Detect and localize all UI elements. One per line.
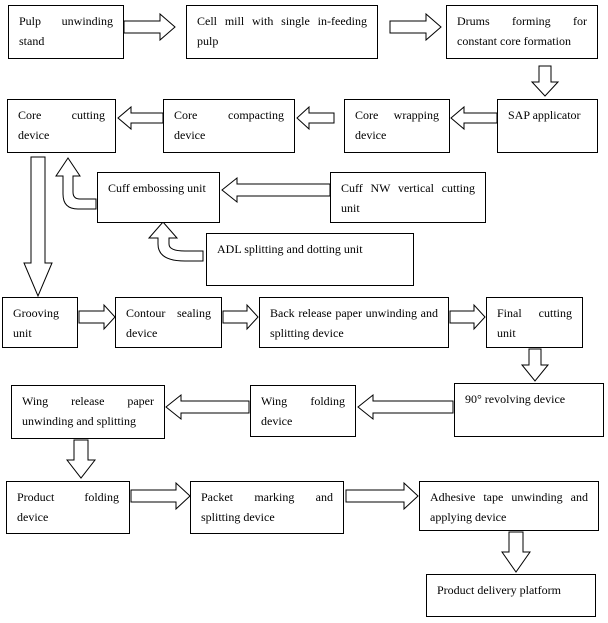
arrow-compacting-to-cutting bbox=[117, 105, 164, 131]
pulp-unwinding-stand-box: Pulp unwinding stand bbox=[8, 5, 124, 59]
revolving-device-box: 90° revolving device bbox=[454, 383, 604, 437]
final-cutting-box: Final cutting unit bbox=[486, 297, 583, 348]
adhesive-tape-box: Adhesive tape unwinding and applying dev… bbox=[419, 481, 599, 531]
core-wrapping-box: Core wrapping device bbox=[344, 99, 450, 153]
drums-forming-box: Drums forming for constant core formatio… bbox=[446, 5, 598, 59]
core-compacting-box: Core compacting device bbox=[163, 99, 295, 153]
arrow-sap-to-wrapping bbox=[450, 105, 498, 131]
arrow-drums-to-sap bbox=[530, 65, 560, 97]
arrow-wrapping-to-compacting bbox=[296, 105, 335, 131]
arrow-adl-to-embossing bbox=[147, 221, 204, 262]
grooving-unit-box: Grooving unit bbox=[2, 297, 78, 348]
arrow-backrelease-to-final bbox=[449, 303, 486, 331]
product-delivery-platform-box: Product delivery platform bbox=[426, 574, 596, 617]
arrow-cuffnw-to-embossing bbox=[221, 176, 331, 204]
arrow-pulp-to-cellmill bbox=[123, 12, 176, 42]
packet-marking-box: Packet marking and splitting device bbox=[190, 481, 344, 534]
wing-release-paper-box: Wing release paper unwinding and splitti… bbox=[11, 385, 165, 439]
cuff-nw-cutting-box: Cuff NW vertical cutting unit bbox=[330, 172, 486, 223]
cell-mill-box: Cell mill with single in-feeding pulp bbox=[186, 5, 378, 59]
adl-splitting-box: ADL splitting and dotting unit bbox=[206, 233, 414, 286]
wing-folding-box: Wing folding device bbox=[250, 385, 356, 437]
back-release-paper-box: Back release paper unwinding and splitti… bbox=[259, 297, 449, 348]
arrow-cuff-to-corecutting bbox=[55, 157, 97, 210]
arrow-corecutting-to-grooving bbox=[23, 156, 53, 298]
arrow-grooving-to-contour bbox=[78, 303, 116, 331]
arrow-contour-to-backrelease bbox=[222, 303, 259, 331]
arrow-wingrelease-to-productfolding bbox=[65, 439, 97, 479]
core-cutting-box: Core cutting device bbox=[7, 99, 116, 153]
product-folding-box: Product folding device bbox=[6, 481, 130, 534]
sap-applicator-box: SAP applicator bbox=[497, 99, 598, 153]
arrow-revolving-to-wingfolding bbox=[357, 393, 454, 421]
arrow-packet-to-adhesive bbox=[345, 481, 419, 511]
arrow-final-to-revolving bbox=[520, 348, 550, 382]
contour-sealing-box: Contour sealing device bbox=[115, 297, 222, 348]
cuff-embossing-box: Cuff embossing unit bbox=[97, 172, 220, 223]
arrow-cellmill-to-drums bbox=[389, 12, 442, 42]
arrow-productfolding-to-packet bbox=[130, 481, 191, 511]
arrow-adhesive-to-delivery bbox=[501, 531, 531, 573]
arrow-wingfolding-to-wingrelease bbox=[165, 393, 250, 421]
